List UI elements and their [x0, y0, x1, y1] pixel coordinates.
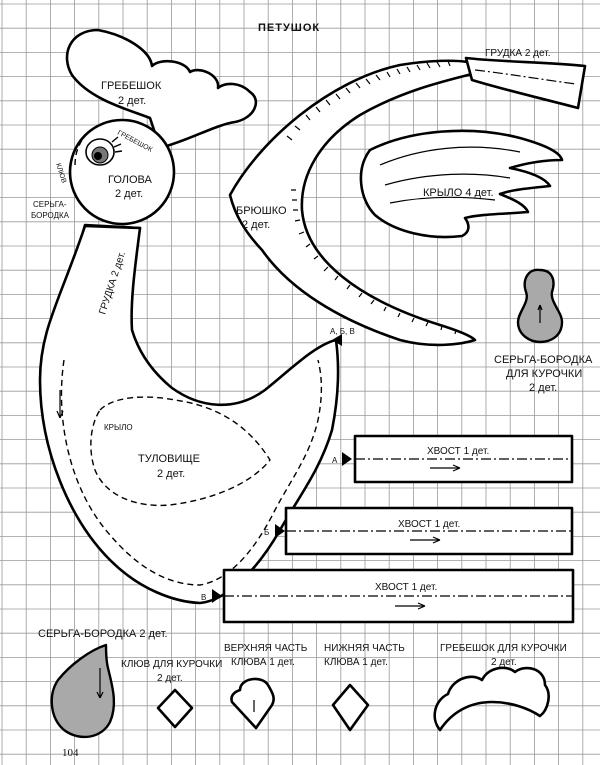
- comb-piece: [65, 28, 258, 150]
- hen-beak-piece: [156, 688, 194, 729]
- label-golova-count: 2 дет.: [115, 188, 143, 200]
- label-grebeshok: ГРЕБЕШОК: [101, 80, 162, 92]
- label-bryushko-count: 2 дет.: [242, 219, 270, 231]
- grain-line: [474, 69, 577, 85]
- label-khvost-a: ХВОСТ 1 дет.: [427, 446, 489, 457]
- belly-ticks: [286, 60, 457, 335]
- label-bryushko: БРЮШКО: [236, 205, 287, 217]
- label-krylo: КРЫЛО 4 дет.: [423, 187, 494, 199]
- wing-placement-outline: [90, 396, 271, 507]
- marker-triangle: [275, 524, 285, 538]
- arrow-icon: [410, 536, 441, 544]
- label-tulovishche: ТУЛОВИЩЕ: [138, 453, 200, 465]
- label-mark-v: В: [201, 593, 206, 602]
- wattle-piece: [50, 643, 116, 739]
- body-piece: [38, 224, 340, 605]
- label-grebeshok-count: 2 дет.: [118, 95, 146, 107]
- lower-beak-piece: [331, 683, 370, 732]
- label-abv: А, Б, В: [330, 327, 355, 336]
- label-comb-kurochka-2: 2 дет.: [491, 657, 517, 668]
- eye-icon: [85, 136, 123, 166]
- body-seam: [60, 359, 323, 586]
- belly-piece: [228, 59, 477, 347]
- label-serga-kurochka-1: СЕРЬГА-БОРОДКА: [494, 354, 593, 366]
- label-serga-kurochka-3: 2 дет.: [529, 382, 557, 394]
- label-upper-beak-1: ВЕРХНЯЯ ЧАСТЬ: [224, 643, 308, 654]
- label-klyuv-kurochka-1: КЛЮВ ДЛЯ КУРОЧКИ: [121, 659, 222, 670]
- label-mark-b: Б: [264, 528, 269, 537]
- arrow-icon: [430, 464, 461, 472]
- upper-beak-piece: [230, 677, 275, 730]
- label-khvost-v: ХВОСТ 1 дет.: [375, 582, 437, 593]
- label-tulovishche-count: 2 дет.: [157, 468, 185, 480]
- arrow-icon: [537, 304, 543, 323]
- label-klyuv-kurochka-2: 2 дет.: [157, 673, 183, 684]
- label-krylo-dashed: КРЫЛО: [104, 423, 133, 432]
- chest-strip-piece: [464, 56, 587, 110]
- label-comb-kurochka-1: ГРЕБЕШОК ДЛЯ КУРОЧКИ: [440, 643, 567, 654]
- label-serga-bottom: БОРОДКА: [31, 211, 70, 220]
- label-serga-top: СЕРЬГА-: [33, 200, 67, 209]
- marker-triangle: [212, 589, 222, 603]
- page-number: 104: [62, 747, 79, 759]
- label-serga-kurochka-2: ДЛЯ КУРОЧКИ: [506, 368, 582, 380]
- arrow-icon: [56, 390, 64, 419]
- hen-comb-piece: [433, 666, 550, 732]
- label-upper-beak-2: КЛЮВА 1 дет.: [231, 657, 295, 668]
- label-lower-beak-2: КЛЮВА 1 дет.: [324, 657, 388, 668]
- wing-feather-lines: [379, 146, 521, 204]
- label-mark-a: А: [332, 456, 338, 465]
- label-khvost-b: ХВОСТ 1 дет.: [398, 519, 460, 530]
- marker-triangle: [332, 334, 342, 346]
- wing-piece: [359, 129, 564, 239]
- label-grudka: ГРУДКА 2 дет.: [485, 48, 550, 59]
- label-golova: ГОЛОВА: [108, 174, 153, 186]
- label-lower-beak-1: НИЖНЯЯ ЧАСТЬ: [324, 643, 405, 654]
- label-serga-bottom-title: СЕРЬГА-БОРОДКА 2 дет.: [38, 628, 168, 640]
- page-title: ПЕТУШОК: [258, 22, 320, 34]
- arrow-icon: [96, 668, 104, 699]
- arrow-icon: [395, 602, 426, 610]
- marker-triangle: [342, 452, 352, 466]
